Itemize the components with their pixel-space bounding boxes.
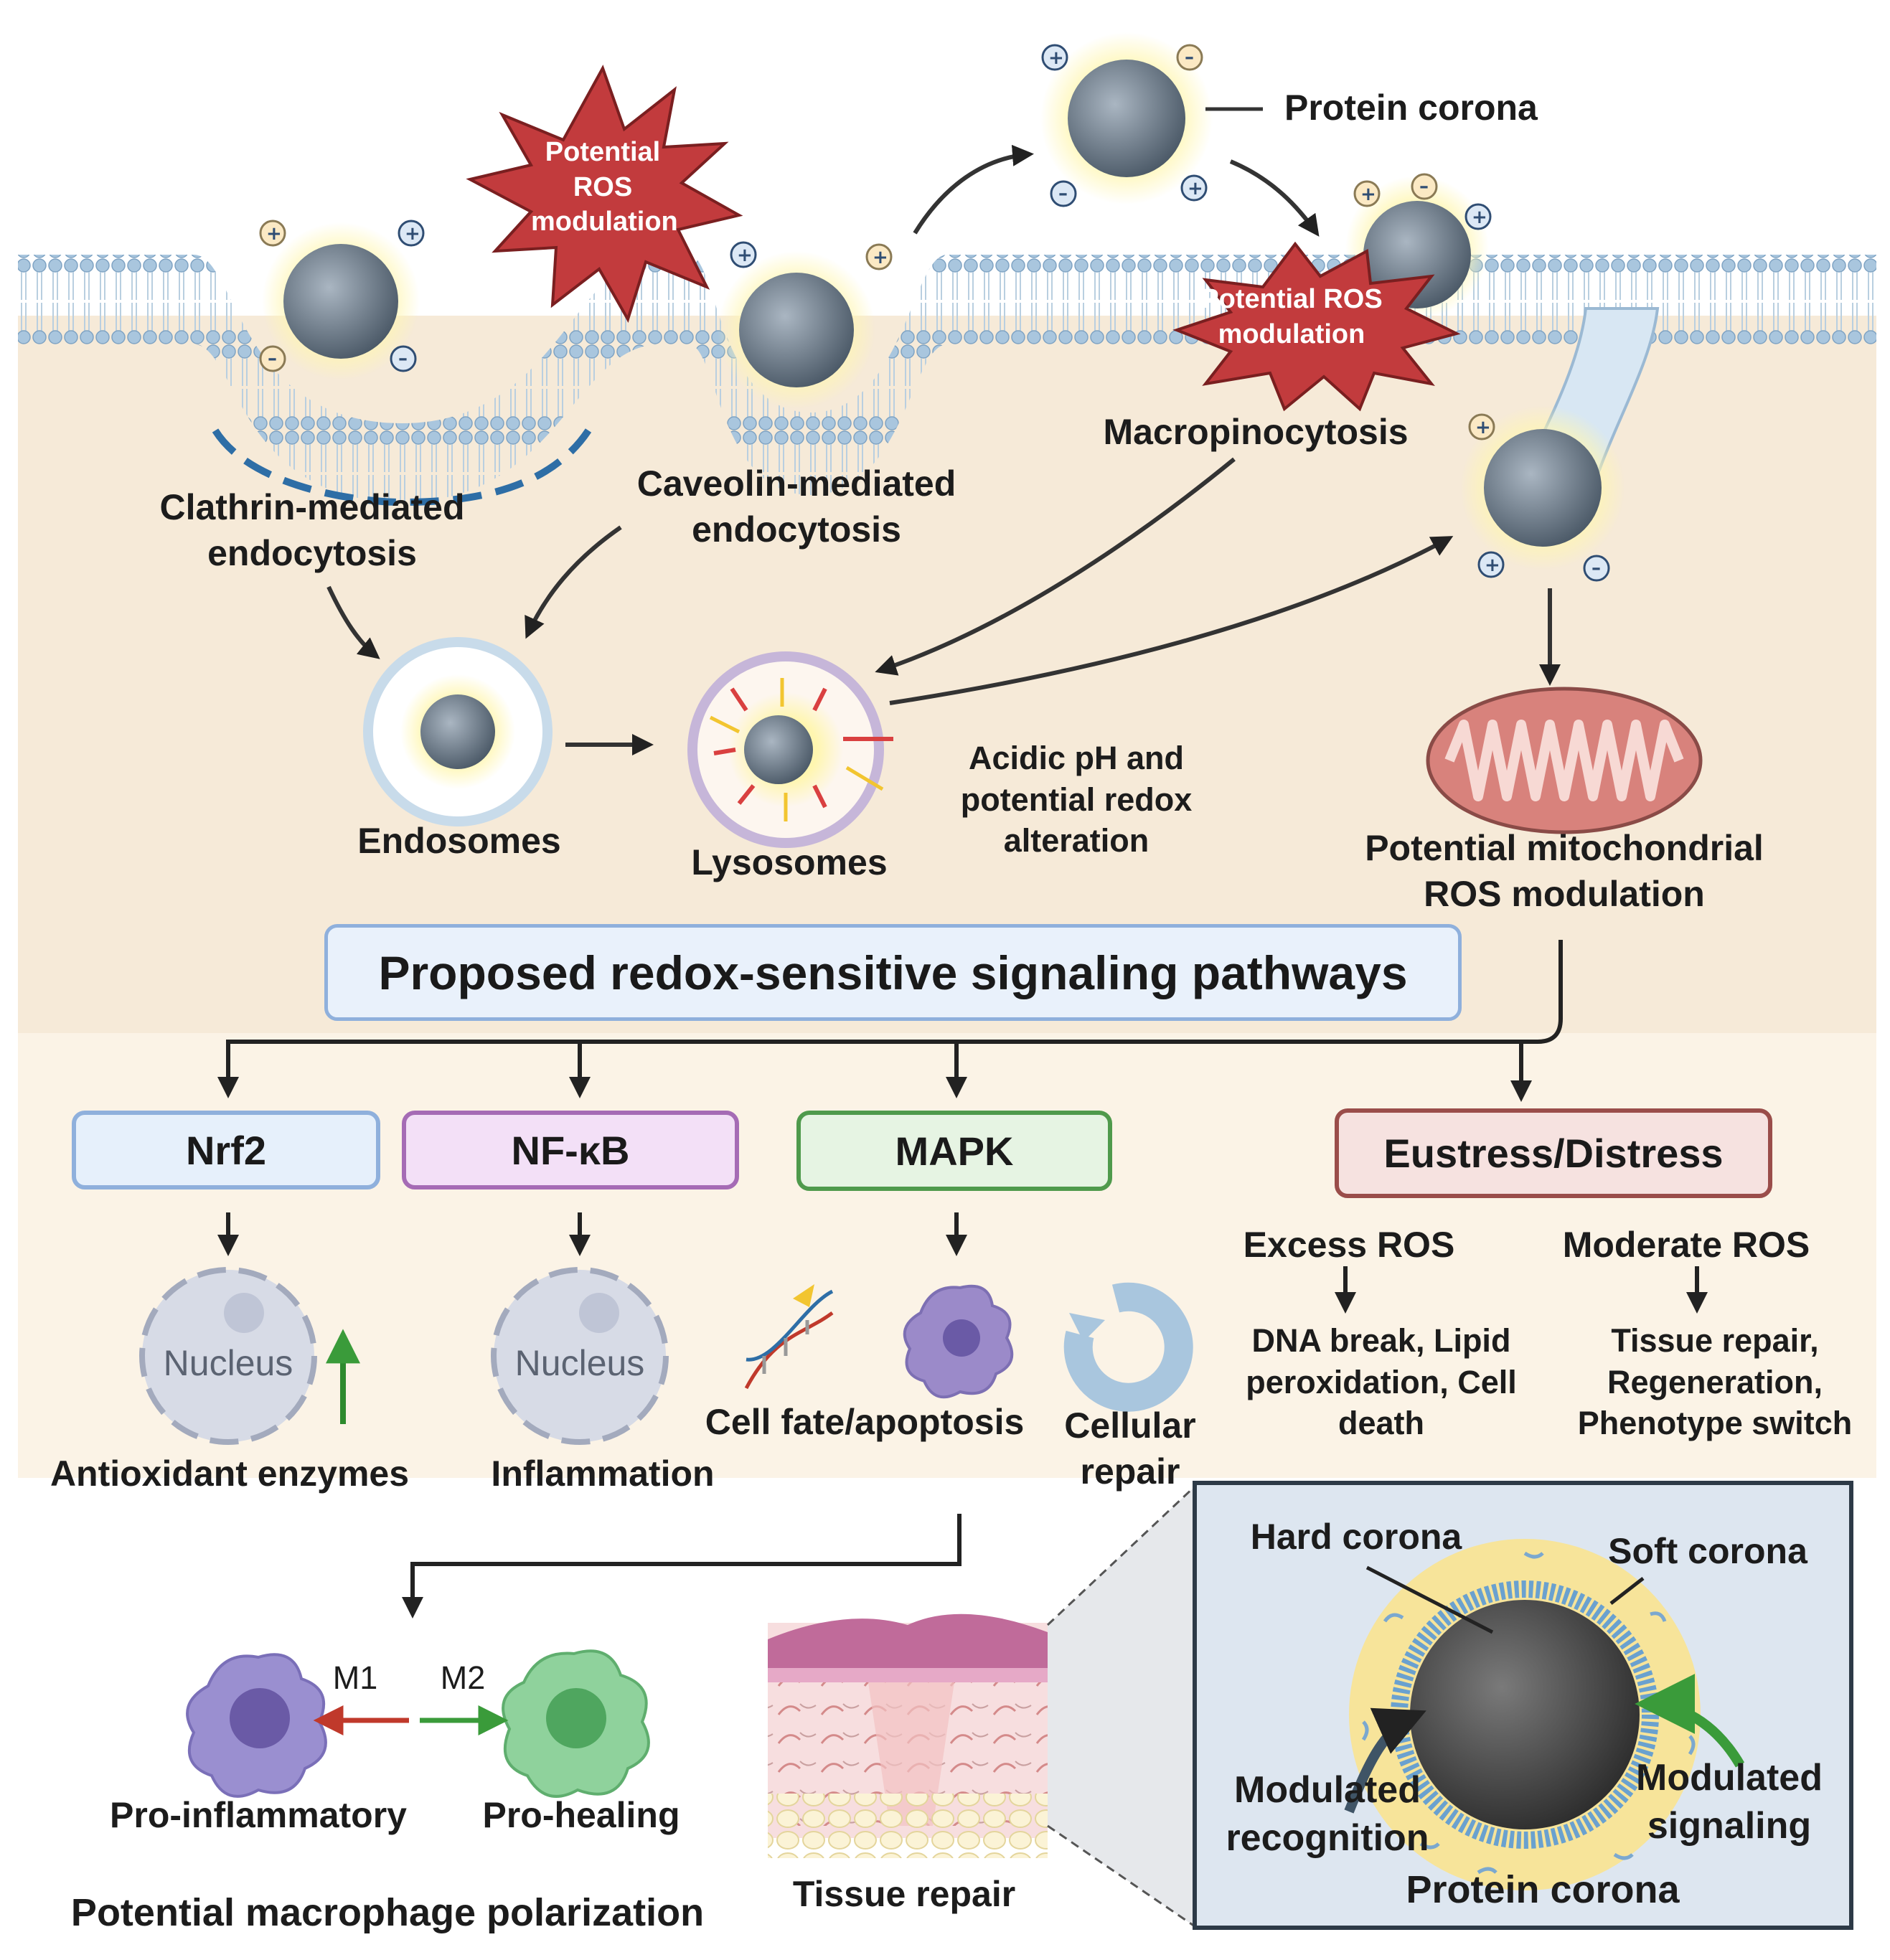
zoom-wedge [1048, 1487, 1195, 1926]
pathway-bus [226, 940, 1563, 1044]
svg-text:–: – [1185, 47, 1194, 68]
inflammation-label: Inflammation [491, 1453, 715, 1494]
modulated-recognition-label: Modulated recognition [1226, 1769, 1429, 1859]
arrow-to-corona [913, 144, 1034, 235]
m2-macrophage [502, 1649, 650, 1798]
polarization-label: Potential macrophage polarization [70, 1891, 705, 1934]
svg-text:+: + [737, 245, 753, 266]
svg-text:+: + [1360, 184, 1376, 205]
nanoparticle-caveolin [718, 251, 875, 409]
lysosomes-label: Lysosomes [691, 842, 888, 882]
apoptotic-cell-icon [903, 1284, 1014, 1399]
lysosome [687, 651, 893, 848]
arrow-caveolin-to-endosome [525, 525, 622, 639]
charge-signs: + + – – + + + – – + + – + + + – [259, 44, 1610, 582]
endosome [363, 637, 553, 826]
cell-fate-label: Cell fate/apoptosis [705, 1402, 1025, 1442]
svg-text:–: – [268, 348, 277, 369]
nrf2-box: Nrf2 [72, 1111, 380, 1189]
skin-tissue-illustration [768, 1613, 1048, 1858]
endosomes-label: Endosomes [357, 821, 561, 861]
nanoparticle-clathrin [262, 222, 420, 380]
svg-text:+: + [1485, 555, 1500, 576]
ros-burst-2-label: Potential ROS modulation [1200, 284, 1383, 349]
arrow-corona-to-membrane [1229, 159, 1320, 237]
mito-label: Potential mitochondrial ROS modulation [1365, 828, 1764, 914]
svg-text:–: – [1419, 176, 1429, 197]
nucleus-1-label: Nucleus [163, 1343, 293, 1383]
mitochondrion [1426, 687, 1703, 834]
svg-text:–: – [1058, 183, 1068, 204]
excess-ros-label: Excess ROS [1243, 1225, 1455, 1265]
nanoparticle-corona-top [1040, 32, 1213, 204]
svg-text:–: – [1592, 557, 1601, 579]
svg-text:+: + [405, 223, 420, 245]
mapk-box: MAPK [796, 1111, 1112, 1191]
svg-text:+: + [1475, 417, 1491, 438]
svg-text:+: + [266, 223, 282, 245]
m1-label: M1 [332, 1659, 378, 1696]
dna-icon [744, 1289, 834, 1390]
svg-text:+: + [1188, 178, 1203, 199]
clathrin-label: Clathrin-mediated endocytosis [159, 487, 465, 573]
caveolin-label: Caveolin-mediated endocytosis [636, 463, 956, 550]
m2-label: M2 [440, 1659, 486, 1696]
recognition-arrow [1344, 1707, 1426, 1814]
nucleus-2-shape [491, 1267, 669, 1445]
ros-burst-1-label: Potential ROS modulation [531, 137, 678, 237]
tissue-repair-label: Tissue repair [792, 1874, 1016, 1914]
corona-inset-particle [1349, 1539, 1701, 1890]
dna-damage-spark [793, 1284, 814, 1307]
cellular-repair-icon [1063, 1282, 1193, 1412]
inset-title-label: Protein corona [1406, 1868, 1680, 1911]
svg-text:+: + [1472, 207, 1487, 228]
clathrin-coat [212, 428, 592, 507]
arrow-macropino-to-lysosome [875, 457, 1236, 676]
hard-corona-pointer [1365, 1565, 1494, 1634]
moderate-ros-label: Moderate ROS [1562, 1225, 1810, 1265]
m1-macrophage [186, 1653, 327, 1798]
acidic-label: Acidic pH and potential redox alteration [960, 740, 1193, 859]
nucleus-1-shape [139, 1267, 317, 1445]
excess-outcome-label: DNA break, Lipid peroxidation, Cell deat… [1246, 1322, 1517, 1442]
ros-burst-1 [466, 65, 743, 323]
pro-inflammatory-label: Pro-inflammatory [110, 1795, 407, 1835]
moderate-outcome-label: Tissue repair, Regeneration, Phenotype s… [1577, 1322, 1853, 1442]
protein-corona-label: Protein corona [1284, 88, 1538, 128]
arrow-clathrin-to-endosome [326, 585, 380, 659]
ros-burst-2 [1172, 241, 1461, 412]
arrow-lysosome-to-particle [889, 536, 1454, 705]
pro-healing-label: Pro-healing [482, 1795, 680, 1835]
arrow-to-macrophage [402, 1514, 962, 1619]
svg-text:+: + [873, 247, 888, 268]
modulated-signaling-label: Modulated signaling [1636, 1757, 1823, 1847]
antioxidant-label: Antioxidant enzymes [50, 1453, 410, 1494]
nfkb-box: NF-κB [402, 1111, 739, 1189]
hard-corona-label: Hard corona [1250, 1517, 1462, 1557]
eustress-box: Eustress/Distress [1335, 1108, 1772, 1198]
nanoparticle-free [1460, 405, 1625, 570]
pathways-title-box: Proposed redox-sensitive signaling pathw… [324, 924, 1462, 1021]
soft-corona-pointer [1609, 1577, 1645, 1605]
svg-text:+: + [1048, 47, 1064, 69]
soft-corona-label: Soft corona [1608, 1531, 1807, 1571]
cellular-repair-label: Cellular repair [1064, 1405, 1196, 1492]
svg-text:–: – [398, 348, 408, 369]
nucleus-2-label: Nucleus [514, 1343, 645, 1383]
signaling-arrow [1635, 1674, 1745, 1768]
macropinocytosis-label: Macropinocytosis [1103, 412, 1409, 452]
